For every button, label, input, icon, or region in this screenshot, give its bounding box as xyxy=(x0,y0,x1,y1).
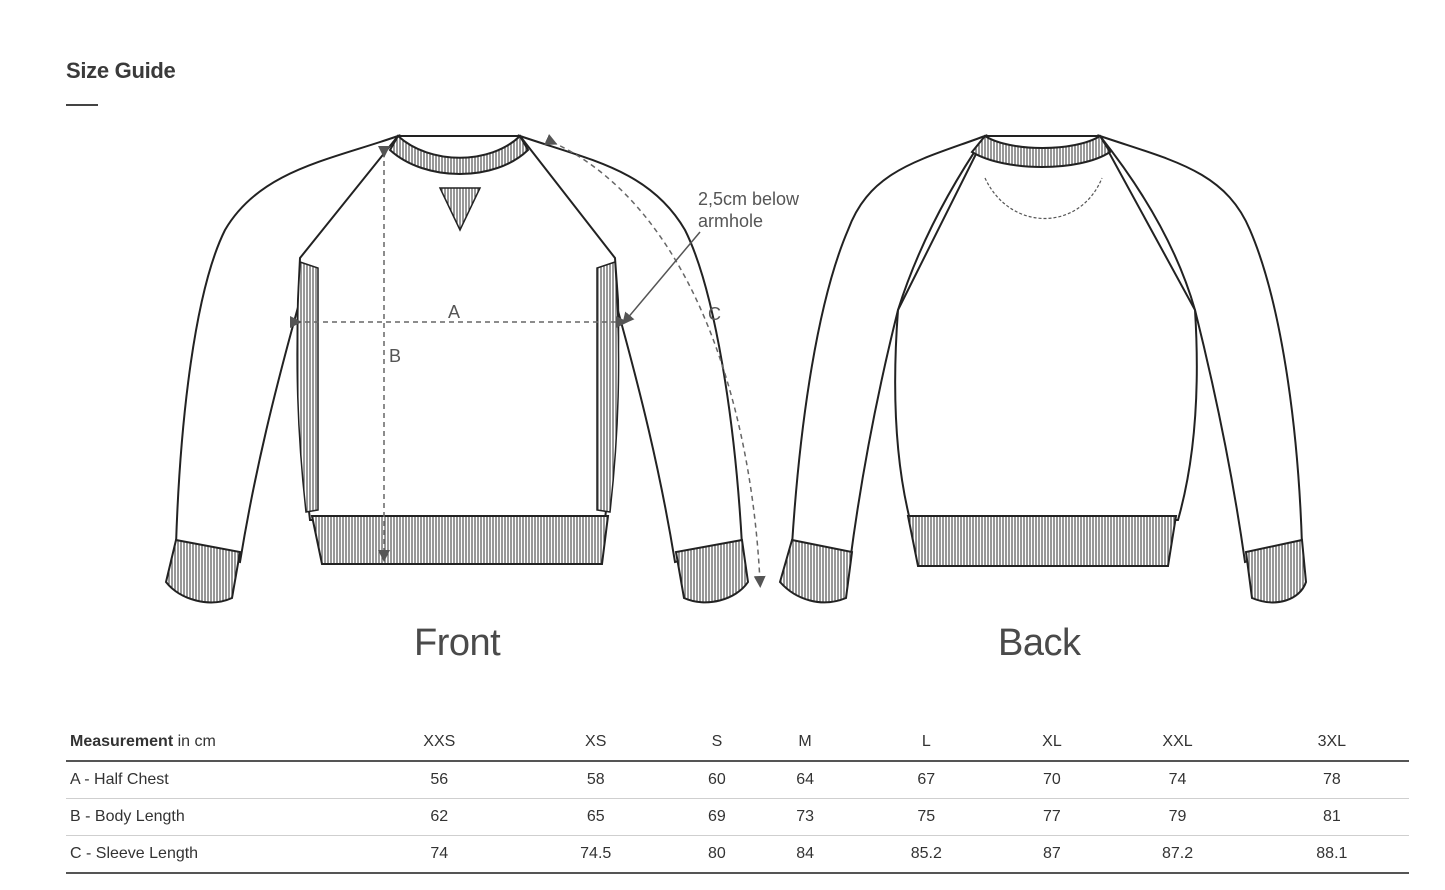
table-cell: 84 xyxy=(796,845,814,862)
back-collar xyxy=(970,134,1112,168)
table-cell: 87 xyxy=(1043,845,1061,862)
dim-c-label: C xyxy=(708,304,721,324)
back-left-cuff xyxy=(778,538,854,604)
table-cell: 73 xyxy=(796,808,814,825)
table-cell: 78 xyxy=(1322,771,1341,788)
back-label: Back xyxy=(998,622,1081,664)
table-cell: 58 xyxy=(586,771,605,788)
sweatshirt-illustration xyxy=(164,133,1308,604)
table-cell: 74 xyxy=(430,845,449,862)
table-cell: 65 xyxy=(586,808,605,825)
back-hem xyxy=(906,515,1178,567)
front-collar xyxy=(388,134,530,175)
title-underline xyxy=(66,104,98,106)
measurement-header-label: Measurement xyxy=(70,733,174,750)
table-cell: 67 xyxy=(917,771,936,788)
table-row: B - Body Length 62 65 69 73 75 77 79 81 xyxy=(66,799,1409,836)
size-header: M xyxy=(798,733,812,750)
table-cell: 74.5 xyxy=(580,845,612,862)
dim-a-label: A xyxy=(448,302,461,322)
front-hem xyxy=(310,515,610,565)
armhole-note-line2: armhole xyxy=(698,211,764,231)
table-cell: 62 xyxy=(430,808,449,825)
table-cell: 77 xyxy=(1043,808,1061,825)
size-header: XS xyxy=(585,733,607,750)
dim-c-line xyxy=(544,134,766,588)
table-cell: 81 xyxy=(1322,808,1341,825)
table-row: A - Half Chest 56 58 60 64 67 70 74 78 xyxy=(66,761,1409,799)
table-cell: 79 xyxy=(1168,808,1187,825)
note-pointer xyxy=(622,231,701,325)
size-header: L xyxy=(921,733,931,750)
table-cell: 88.1 xyxy=(1316,845,1348,862)
table-cell: 69 xyxy=(708,808,726,825)
size-table: Measurement in cm XXS XS S M L XL XXL 3X… xyxy=(66,724,1409,874)
table-cell: 80 xyxy=(708,845,726,862)
size-header: XL xyxy=(1042,733,1062,750)
row-label: B - Body Length xyxy=(70,808,185,825)
page-title: Size Guide xyxy=(66,58,176,83)
table-cell: 56 xyxy=(430,771,449,788)
armhole-note: 2,5cm below armhole xyxy=(698,188,838,232)
measurement-header-unit: in cm xyxy=(173,733,216,750)
size-header: S xyxy=(711,733,723,750)
front-right-cuff xyxy=(674,538,750,604)
back-neck-stitch xyxy=(984,177,1103,220)
back-body xyxy=(894,135,1198,521)
row-label: A - Half Chest xyxy=(70,771,169,788)
row-label: C - Sleeve Length xyxy=(70,845,199,862)
front-dimensions xyxy=(290,134,766,588)
front-right-side-panel xyxy=(596,260,620,513)
size-header: XXL xyxy=(1162,733,1193,750)
size-header: XXS xyxy=(423,733,456,750)
table-row: C - Sleeve Length 74 74.5 80 84 85.2 87 … xyxy=(66,836,1409,873)
table-cell: 70 xyxy=(1043,771,1061,788)
table-cell: 85.2 xyxy=(910,845,942,862)
front-left-side-panel xyxy=(296,260,319,513)
size-table-header-row: Measurement in cm XXS XS S M L XL XXL 3X… xyxy=(66,724,1409,761)
back-right-cuff xyxy=(1244,538,1308,604)
armhole-note-line1: 2,5cm below xyxy=(698,189,800,209)
dim-b-label: B xyxy=(389,346,402,366)
back-sweatshirt xyxy=(778,133,1308,604)
table-cell: 64 xyxy=(796,771,814,788)
table-cell: 75 xyxy=(917,808,936,825)
front-left-cuff xyxy=(164,538,242,604)
measurement-header: Measurement in cm xyxy=(66,724,360,761)
size-header: 3XL xyxy=(1317,733,1347,750)
table-cell: 87.2 xyxy=(1161,845,1194,862)
front-label: Front xyxy=(414,622,501,664)
table-cell: 60 xyxy=(708,771,726,788)
front-v-insert xyxy=(438,187,482,232)
front-sweatshirt xyxy=(164,133,750,604)
table-cell: 74 xyxy=(1168,771,1187,788)
